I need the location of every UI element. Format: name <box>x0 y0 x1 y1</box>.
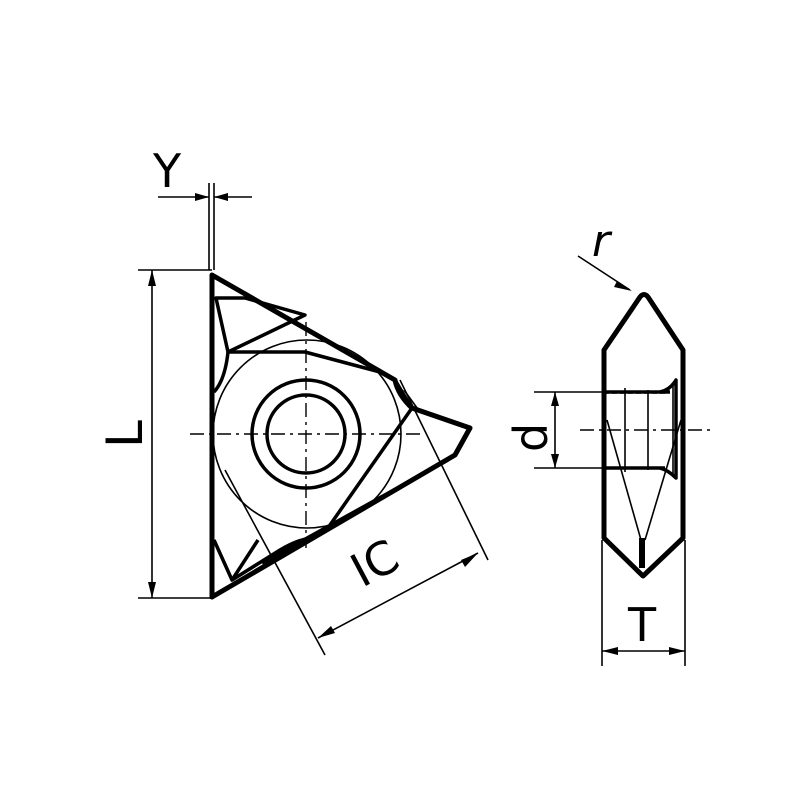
dimension-t: T <box>601 540 686 666</box>
side-view: r d T <box>504 216 715 666</box>
tip-center <box>639 538 645 568</box>
label-l: L <box>96 420 154 448</box>
side-outline <box>601 292 686 579</box>
dimension-l: L <box>96 269 212 599</box>
label-d: d <box>504 423 558 452</box>
dimension-r: r <box>577 216 632 291</box>
insert-outline <box>209 272 473 600</box>
front-view: Y L <box>96 144 489 656</box>
label-ic: IC <box>342 529 408 598</box>
dimension-y: Y <box>152 144 252 270</box>
label-r: r <box>592 216 613 267</box>
label-y: Y <box>152 144 182 198</box>
side-hole <box>604 378 678 480</box>
label-t: T <box>627 598 657 652</box>
dimension-d: d <box>504 391 606 469</box>
